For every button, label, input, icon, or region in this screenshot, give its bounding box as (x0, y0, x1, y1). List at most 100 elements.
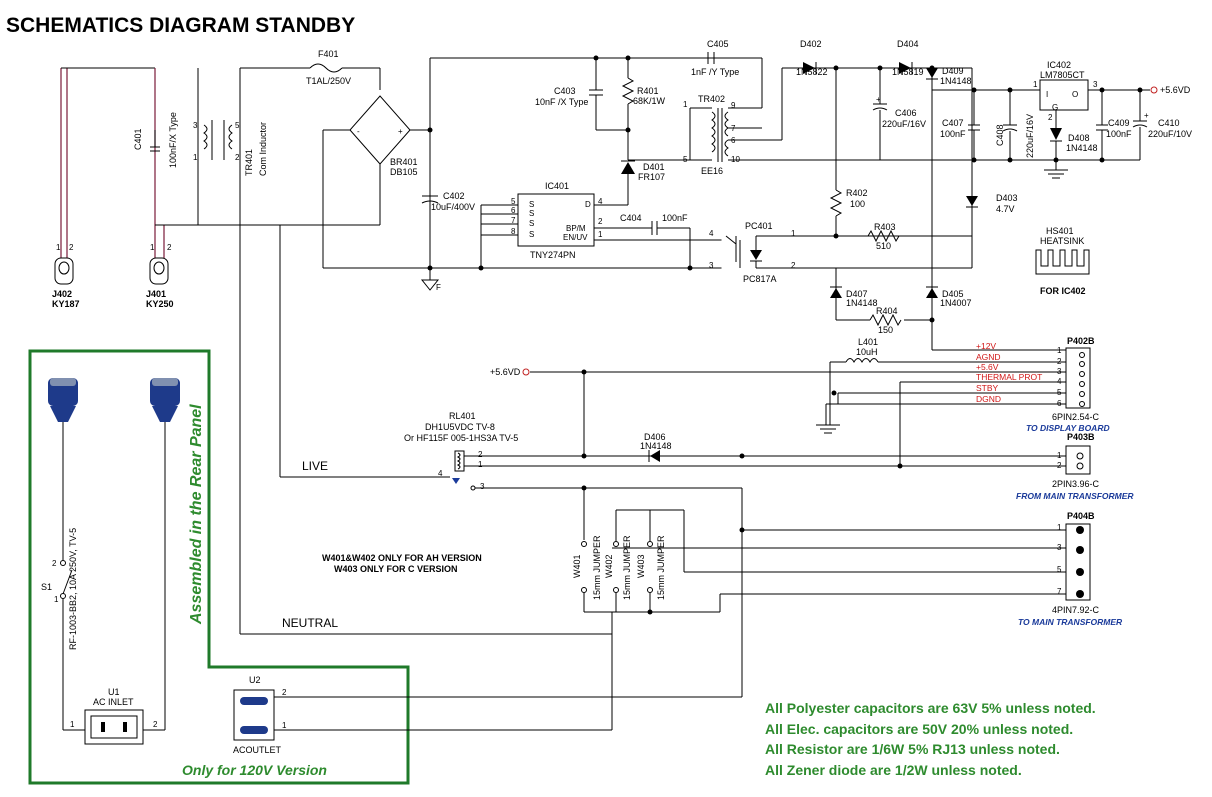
svg-text:C407: C407 (942, 118, 964, 128)
svg-text:15mm JUMPER: 15mm JUMPER (622, 535, 632, 600)
svg-text:1: 1 (1057, 451, 1062, 460)
plug-neutral-icon (150, 378, 180, 730)
switch-s1: S1 RF-1003-BB2, 10A 250V, TV-5 21 (41, 528, 78, 730)
svg-text:P404B: P404B (1067, 511, 1095, 521)
connector-p402b: P402B 12 34 56 6PIN2.54-C TO DISPLAY BOA… (1026, 336, 1110, 433)
svg-text:C402: C402 (443, 191, 465, 201)
svg-text:C408: C408 (995, 124, 1005, 146)
notes-block: All Polyester capacitors are 63V 5% unle… (765, 700, 1096, 778)
live-label: LIVE (302, 459, 328, 473)
ground-f: F (420, 268, 441, 292)
svg-text:2: 2 (235, 153, 240, 162)
svg-text:T1AL/250V: T1AL/250V (306, 76, 351, 86)
svg-text:4: 4 (709, 229, 714, 238)
svg-text:IC401: IC401 (545, 181, 569, 191)
svg-text:D404: D404 (897, 39, 919, 49)
svg-text:220uF/10V: 220uF/10V (1148, 129, 1192, 139)
svg-text:5: 5 (1057, 565, 1062, 574)
svg-text:D403: D403 (996, 193, 1018, 203)
svg-text:4.7V: 4.7V (996, 204, 1015, 214)
svg-text:2PIN3.96-C: 2PIN3.96-C (1052, 479, 1100, 489)
svg-text:+: + (876, 95, 881, 104)
page-title: SCHEMATICS DIAGRAM STANDBY (6, 14, 355, 37)
resistor-r401: R401 68K/1W (621, 58, 666, 160)
svg-text:D406: D406 (644, 432, 666, 442)
svg-text:15mm JUMPER: 15mm JUMPER (592, 535, 602, 600)
note-line: All Zener diode are 1/2W unless noted. (765, 762, 1022, 778)
svg-text:C410: C410 (1158, 118, 1180, 128)
p402b-signal-labels: +12V AGND +5.6V THERMAL PROT STBY DGND (976, 341, 1042, 404)
vout-label: +5.6VD (1150, 85, 1191, 95)
note-line: All Elec. capacitors are 50V 20% unless … (765, 721, 1073, 737)
capacitor-c407: C407 100nF (940, 90, 980, 160)
svg-text:2: 2 (1057, 357, 1062, 366)
capacitor-c410: + C410 220uF/10V (1132, 90, 1192, 160)
plug-live-icon (48, 378, 78, 560)
connector-p404b: P404B 13 57 4PIN7.92-C TO MAIN TRANSFORM… (1018, 511, 1123, 627)
svg-text:S1: S1 (41, 582, 52, 592)
svg-text:1nF /Y Type: 1nF /Y Type (691, 67, 739, 77)
svg-text:1N4007: 1N4007 (940, 298, 972, 308)
svg-text:J402: J402 (52, 289, 72, 299)
svg-text:TR401: TR401 (244, 149, 254, 176)
svg-text:15mm JUMPER: 15mm JUMPER (656, 535, 666, 600)
svg-text:IC402: IC402 (1047, 60, 1071, 70)
ground-symbol (1044, 169, 1068, 179)
capacitor-c403: C403 10nF /X Type (535, 58, 628, 131)
svg-text:220uF/16V: 220uF/16V (882, 119, 926, 129)
svg-text:W403: W403 (636, 554, 646, 578)
svg-text:DH1U5VDC TV-8: DH1U5VDC TV-8 (425, 422, 495, 432)
svg-text:I: I (1046, 90, 1048, 99)
svg-text:4: 4 (1057, 377, 1062, 386)
svg-text:C404: C404 (620, 213, 642, 223)
svg-text:-: - (357, 127, 360, 136)
resistor-r403: R403 510 (867, 222, 900, 251)
svg-text:AGND: AGND (976, 352, 1001, 362)
svg-text:STBY: STBY (976, 383, 999, 393)
svg-text:1: 1 (683, 100, 688, 109)
diode-d401: D401 FR107 (621, 160, 665, 205)
svg-text:1N4148: 1N4148 (1066, 143, 1098, 153)
fuse-f401: F401 T1AL/250V (306, 49, 380, 86)
svg-text:FOR IC402: FOR IC402 (1040, 286, 1086, 296)
svg-text:C405: C405 (707, 39, 729, 49)
svg-text:D409: D409 (942, 66, 964, 76)
svg-text:2: 2 (598, 217, 603, 226)
rear-panel-box (28, 349, 410, 785)
diode-d408: D408 1N4148 (1050, 128, 1098, 170)
version-note-1: W401&W402 ONLY FOR AH VERSION (322, 553, 482, 563)
relay-rl401: RL401 DH1U5VDC TV-8 Or HF115F 005-1HS3A … (404, 411, 518, 491)
svg-text:D407: D407 (846, 289, 868, 299)
svg-text:100nF: 100nF (662, 213, 688, 223)
svg-text:S: S (529, 230, 534, 239)
svg-text:C403: C403 (554, 86, 576, 96)
svg-text:+5.6V: +5.6V (976, 362, 999, 372)
svg-text:W401: W401 (572, 554, 582, 578)
svg-text:2: 2 (791, 261, 796, 270)
svg-text:TO MAIN TRANSFORMER: TO MAIN TRANSFORMER (1018, 617, 1123, 627)
svg-text:+5.6VD: +5.6VD (1160, 85, 1191, 95)
svg-text:1: 1 (478, 460, 483, 469)
svg-text:LM7805CT: LM7805CT (1040, 70, 1085, 80)
svg-text:R402: R402 (846, 188, 868, 198)
svg-text:1: 1 (1057, 346, 1062, 355)
resistor-r404: R404 150 (836, 306, 932, 335)
svg-text:1: 1 (282, 721, 287, 730)
svg-text:Com Inductor: Com Inductor (258, 122, 268, 176)
jumper-w402: W402 15mm JUMPER (604, 535, 632, 600)
capacitor-c404: C404 100nF (620, 213, 691, 268)
diode-d402: D402 1N5822 (796, 39, 828, 77)
svg-text:L401: L401 (858, 337, 878, 347)
svg-text:2: 2 (52, 559, 57, 568)
svg-text:S: S (529, 209, 534, 218)
regulator-ic402: I O G IC402 LM7805CT 2 (1039, 60, 1089, 128)
svg-text:KY250: KY250 (146, 299, 174, 309)
svg-text:100nF: 100nF (940, 129, 966, 139)
svg-text:1N4148: 1N4148 (846, 298, 878, 308)
svg-text:1N5819: 1N5819 (892, 67, 924, 77)
svg-text:D405: D405 (942, 289, 964, 299)
